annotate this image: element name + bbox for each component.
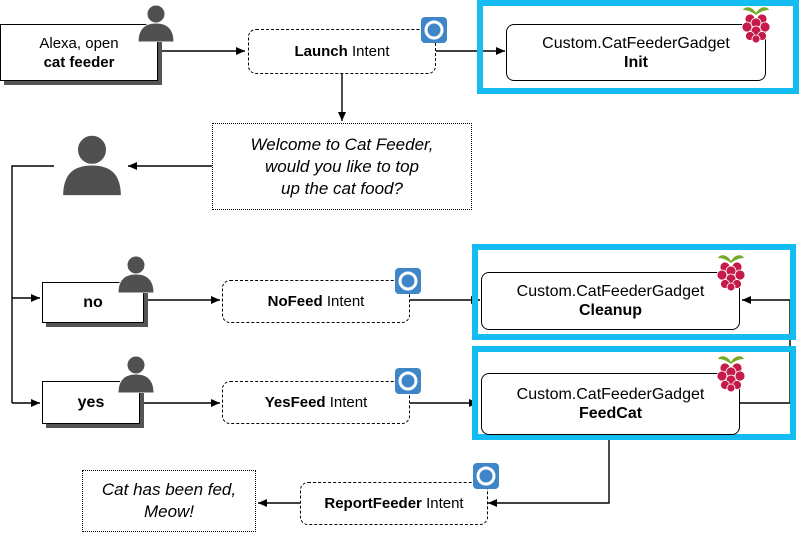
- welcome-prompt-line1: Welcome to Cat Feeder,: [250, 134, 434, 154]
- welcome-prompt-box: Welcome to Cat Feeder, would you like to…: [212, 123, 472, 210]
- utterance-line2: cat feeder: [43, 53, 115, 71]
- cleanup-gadget-line1: Custom.CatFeederGadget: [516, 283, 705, 300]
- welcome-prompt-line2: would you like to top: [264, 156, 420, 176]
- user-icon-main: [61, 134, 123, 196]
- line-user-branch: [11, 165, 54, 403]
- utterance-line1: Alexa, open: [39, 34, 119, 52]
- reportfeeder-intent-suffix: Intent: [421, 495, 464, 512]
- raspberry-pi-icon-cleanup: [716, 255, 746, 292]
- nofeed-intent-name: NoFeed: [267, 293, 323, 310]
- init-gadget-line2: Init: [624, 53, 648, 71]
- fed-response-line1: Cat has been fed,: [101, 480, 237, 499]
- launch-intent-box: Launch Intent: [248, 29, 436, 74]
- yesfeed-intent-name: YesFeed: [264, 394, 326, 411]
- reportfeeder-intent-box: ReportFeeder Intent: [300, 482, 488, 525]
- user-icon-no: [117, 255, 155, 293]
- nofeed-intent-box: NoFeed Intent: [222, 280, 410, 323]
- user-icon-utterance: [137, 4, 175, 42]
- cleanup-gadget-box: Custom.CatFeederGadget Cleanup: [481, 272, 740, 330]
- feedcat-gadget-line1: Custom.CatFeederGadget: [516, 386, 705, 403]
- yes-answer-label: yes: [77, 394, 105, 411]
- utterance-box: Alexa, open cat feeder: [0, 24, 158, 81]
- yesfeed-intent-box: YesFeed Intent: [222, 381, 410, 424]
- feedcat-highlight-frame: [472, 346, 796, 440]
- alexa-icon-launch: [421, 17, 447, 43]
- raspberry-pi-icon-init: [741, 7, 771, 44]
- cleanup-gadget-line2: Cleanup: [578, 302, 643, 319]
- arrow-feedcat-to-reportfeeder: [488, 436, 610, 507]
- fed-response-line2: Meow!: [143, 502, 195, 521]
- yesfeed-intent-suffix: Intent: [325, 394, 368, 411]
- welcome-prompt-line3: up the cat food?: [281, 178, 403, 198]
- launch-intent-name: Launch: [294, 43, 348, 60]
- launch-intent-suffix: Intent: [347, 43, 390, 60]
- reportfeeder-intent-name: ReportFeeder: [324, 495, 422, 512]
- feedcat-gadget-line2: FeedCat: [578, 405, 643, 422]
- user-icon-yes: [117, 355, 155, 393]
- init-highlight-frame: [477, 0, 799, 94]
- alexa-icon-yesfeed: [395, 368, 421, 394]
- nofeed-intent-suffix: Intent: [322, 293, 365, 310]
- cleanup-highlight-frame: [472, 244, 796, 340]
- fed-response-box: Cat has been fed, Meow!: [82, 470, 256, 532]
- init-gadget-line1: Custom.CatFeederGadget: [542, 34, 730, 52]
- raspberry-pi-icon-feedcat: [716, 356, 746, 393]
- alexa-icon-nofeed: [395, 268, 421, 294]
- alexa-icon-reportfeeder: [473, 463, 499, 489]
- init-gadget-box: Custom.CatFeederGadget Init: [506, 24, 766, 81]
- no-answer-label: no: [83, 294, 103, 311]
- feedcat-gadget-box: Custom.CatFeederGadget FeedCat: [481, 373, 740, 435]
